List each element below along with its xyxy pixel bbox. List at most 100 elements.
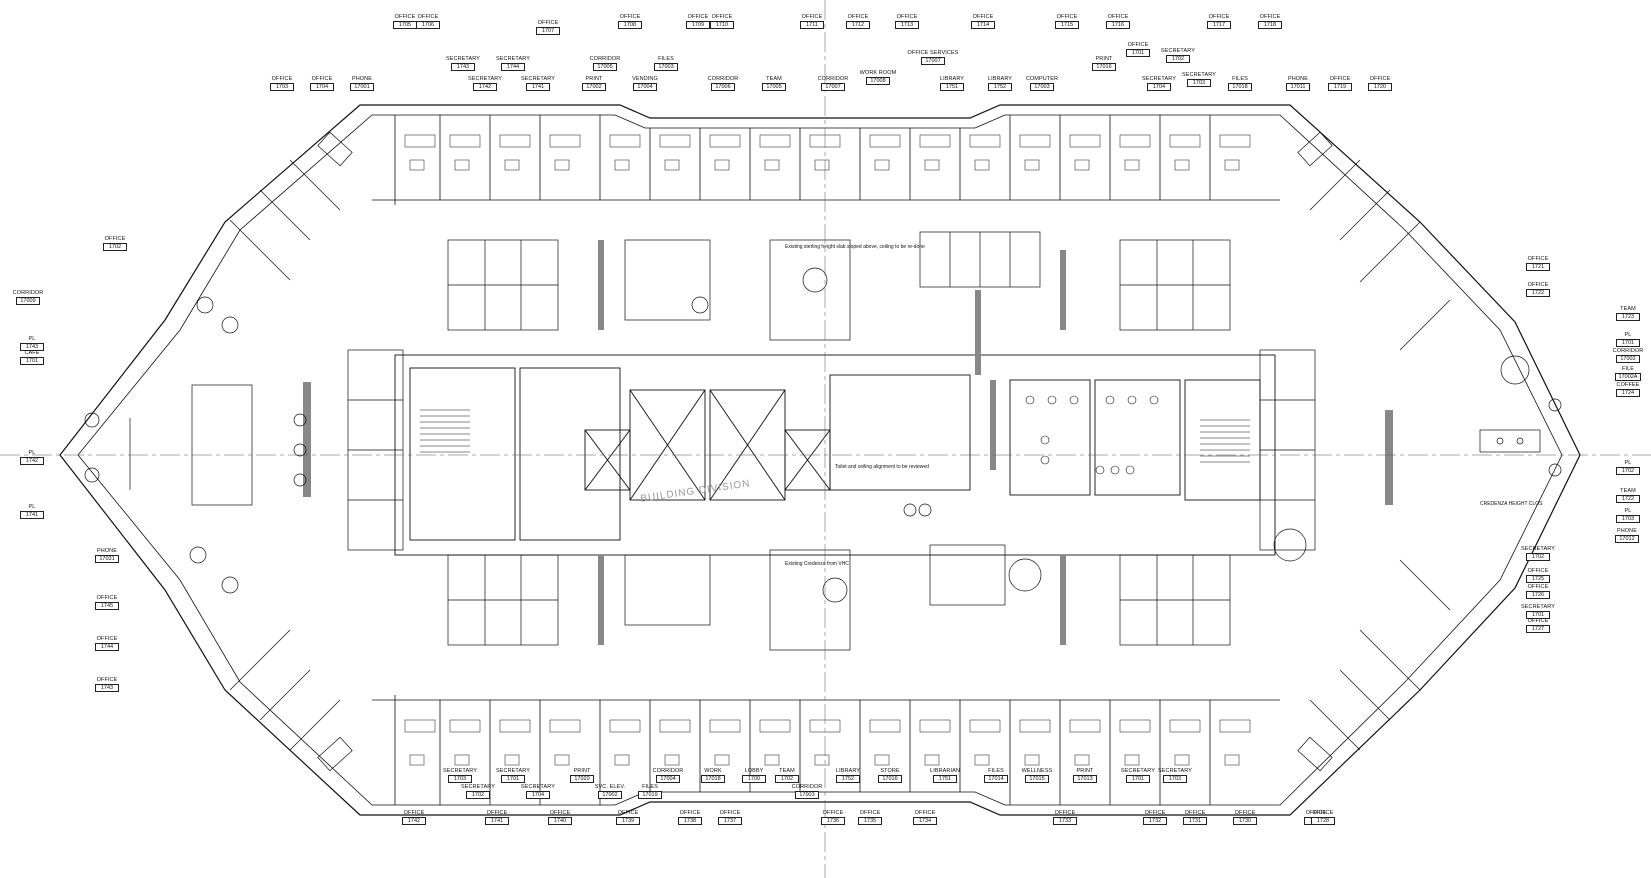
room-tag-name: SECRETARY [1160,48,1195,54]
desk [924,754,940,766]
room-tag-number: 17002 [598,791,622,799]
room-tag-name: FILES [1232,76,1248,82]
room-tag-name: OFFICE [719,810,741,816]
desk [549,719,581,733]
room-tag-number: 17008 [866,77,890,85]
room-tag-name: SECRETARY [520,76,555,82]
desk [874,754,890,766]
room-tag-number: 17014 [984,775,1008,783]
room-tag-number: 1710 [710,21,734,29]
room-tag-name: OFFICE [1527,256,1549,262]
room-tag-number: 1751 [933,775,957,783]
desk [554,159,570,171]
room-tag-number: 1735 [858,817,882,825]
room-tag-name: OFFICE [1527,282,1549,288]
room-tag-number: 1742 [473,83,497,91]
desk [409,159,425,171]
room-tag-name: FILE [1621,366,1634,372]
room-tag-name: FILES [988,768,1004,774]
room-tag-number: 1703 [448,775,472,783]
room-tag-name: PHONE [1287,76,1309,82]
desk [1219,134,1251,148]
room-tag-name: OFFICE [1527,618,1549,624]
room-tag-name: WORK ROOM [859,70,897,76]
desk [1019,134,1051,148]
top-office-band [372,115,1280,205]
room-tag: SVC. ELEV.17002 [590,784,630,799]
room-tag-number: 17019 [638,791,662,799]
desk [499,134,531,148]
room-tag-number: 1743 [20,343,44,351]
room-tag-number: 1707 [536,27,560,35]
desk [659,134,691,148]
room-tag-number: 1717 [1207,21,1231,29]
desk [609,719,641,733]
room-tag-name: TEAM [1620,488,1636,494]
room-tag-number: 1701 [1126,775,1150,783]
desk [764,159,780,171]
room-tag-name: OFFICE [679,810,701,816]
room-tag-name: VENDING [632,76,658,82]
desk [1124,159,1140,171]
room-tag-name: OFFICE [1107,14,1129,20]
exterior-walls [59,104,1581,816]
room-tag-name: SECRETARY [1520,604,1555,610]
room-tag-number: 1704 [310,83,334,91]
room-tag-number: 17009 [16,297,40,305]
room-tag-number: 1702 [1166,55,1190,63]
desk [549,134,581,148]
desk [1219,719,1251,733]
room-tag-number: 1743 [95,684,119,692]
room-tag-name: CORRIDOR [589,56,621,62]
room-tag-number: 1701 [501,775,525,783]
desk [1169,719,1201,733]
desk [974,754,990,766]
building-core [394,354,1276,556]
room-tag-number: 17018 [1228,83,1252,91]
room-tag-number: 17006 [711,83,735,91]
room-tag-number: 1701 [1126,49,1150,57]
room-tag-name: CORRIDOR [817,76,849,82]
room-tag-number: 17020 [570,775,594,783]
desk [1119,719,1151,733]
room-tag-number: 1730 [1233,817,1257,825]
room-tag-number: 1742 [20,457,44,465]
room-tag-name: OFFICE [687,14,709,20]
desk [404,719,436,733]
desk [609,134,641,148]
room-tag-number: 17003 [654,63,678,71]
room-tag-number: 1727 [1526,625,1550,633]
room-tag-number: 1720 [1368,83,1392,91]
room-tag-number: 1742 [402,817,426,825]
room-tag-number: 17003 [795,791,819,799]
room-tag-number: 17003 [1030,83,1054,91]
desk [1024,159,1040,171]
room-tag-name: OFFICE [417,14,439,20]
room-tag-name: OFFICE [96,595,118,601]
